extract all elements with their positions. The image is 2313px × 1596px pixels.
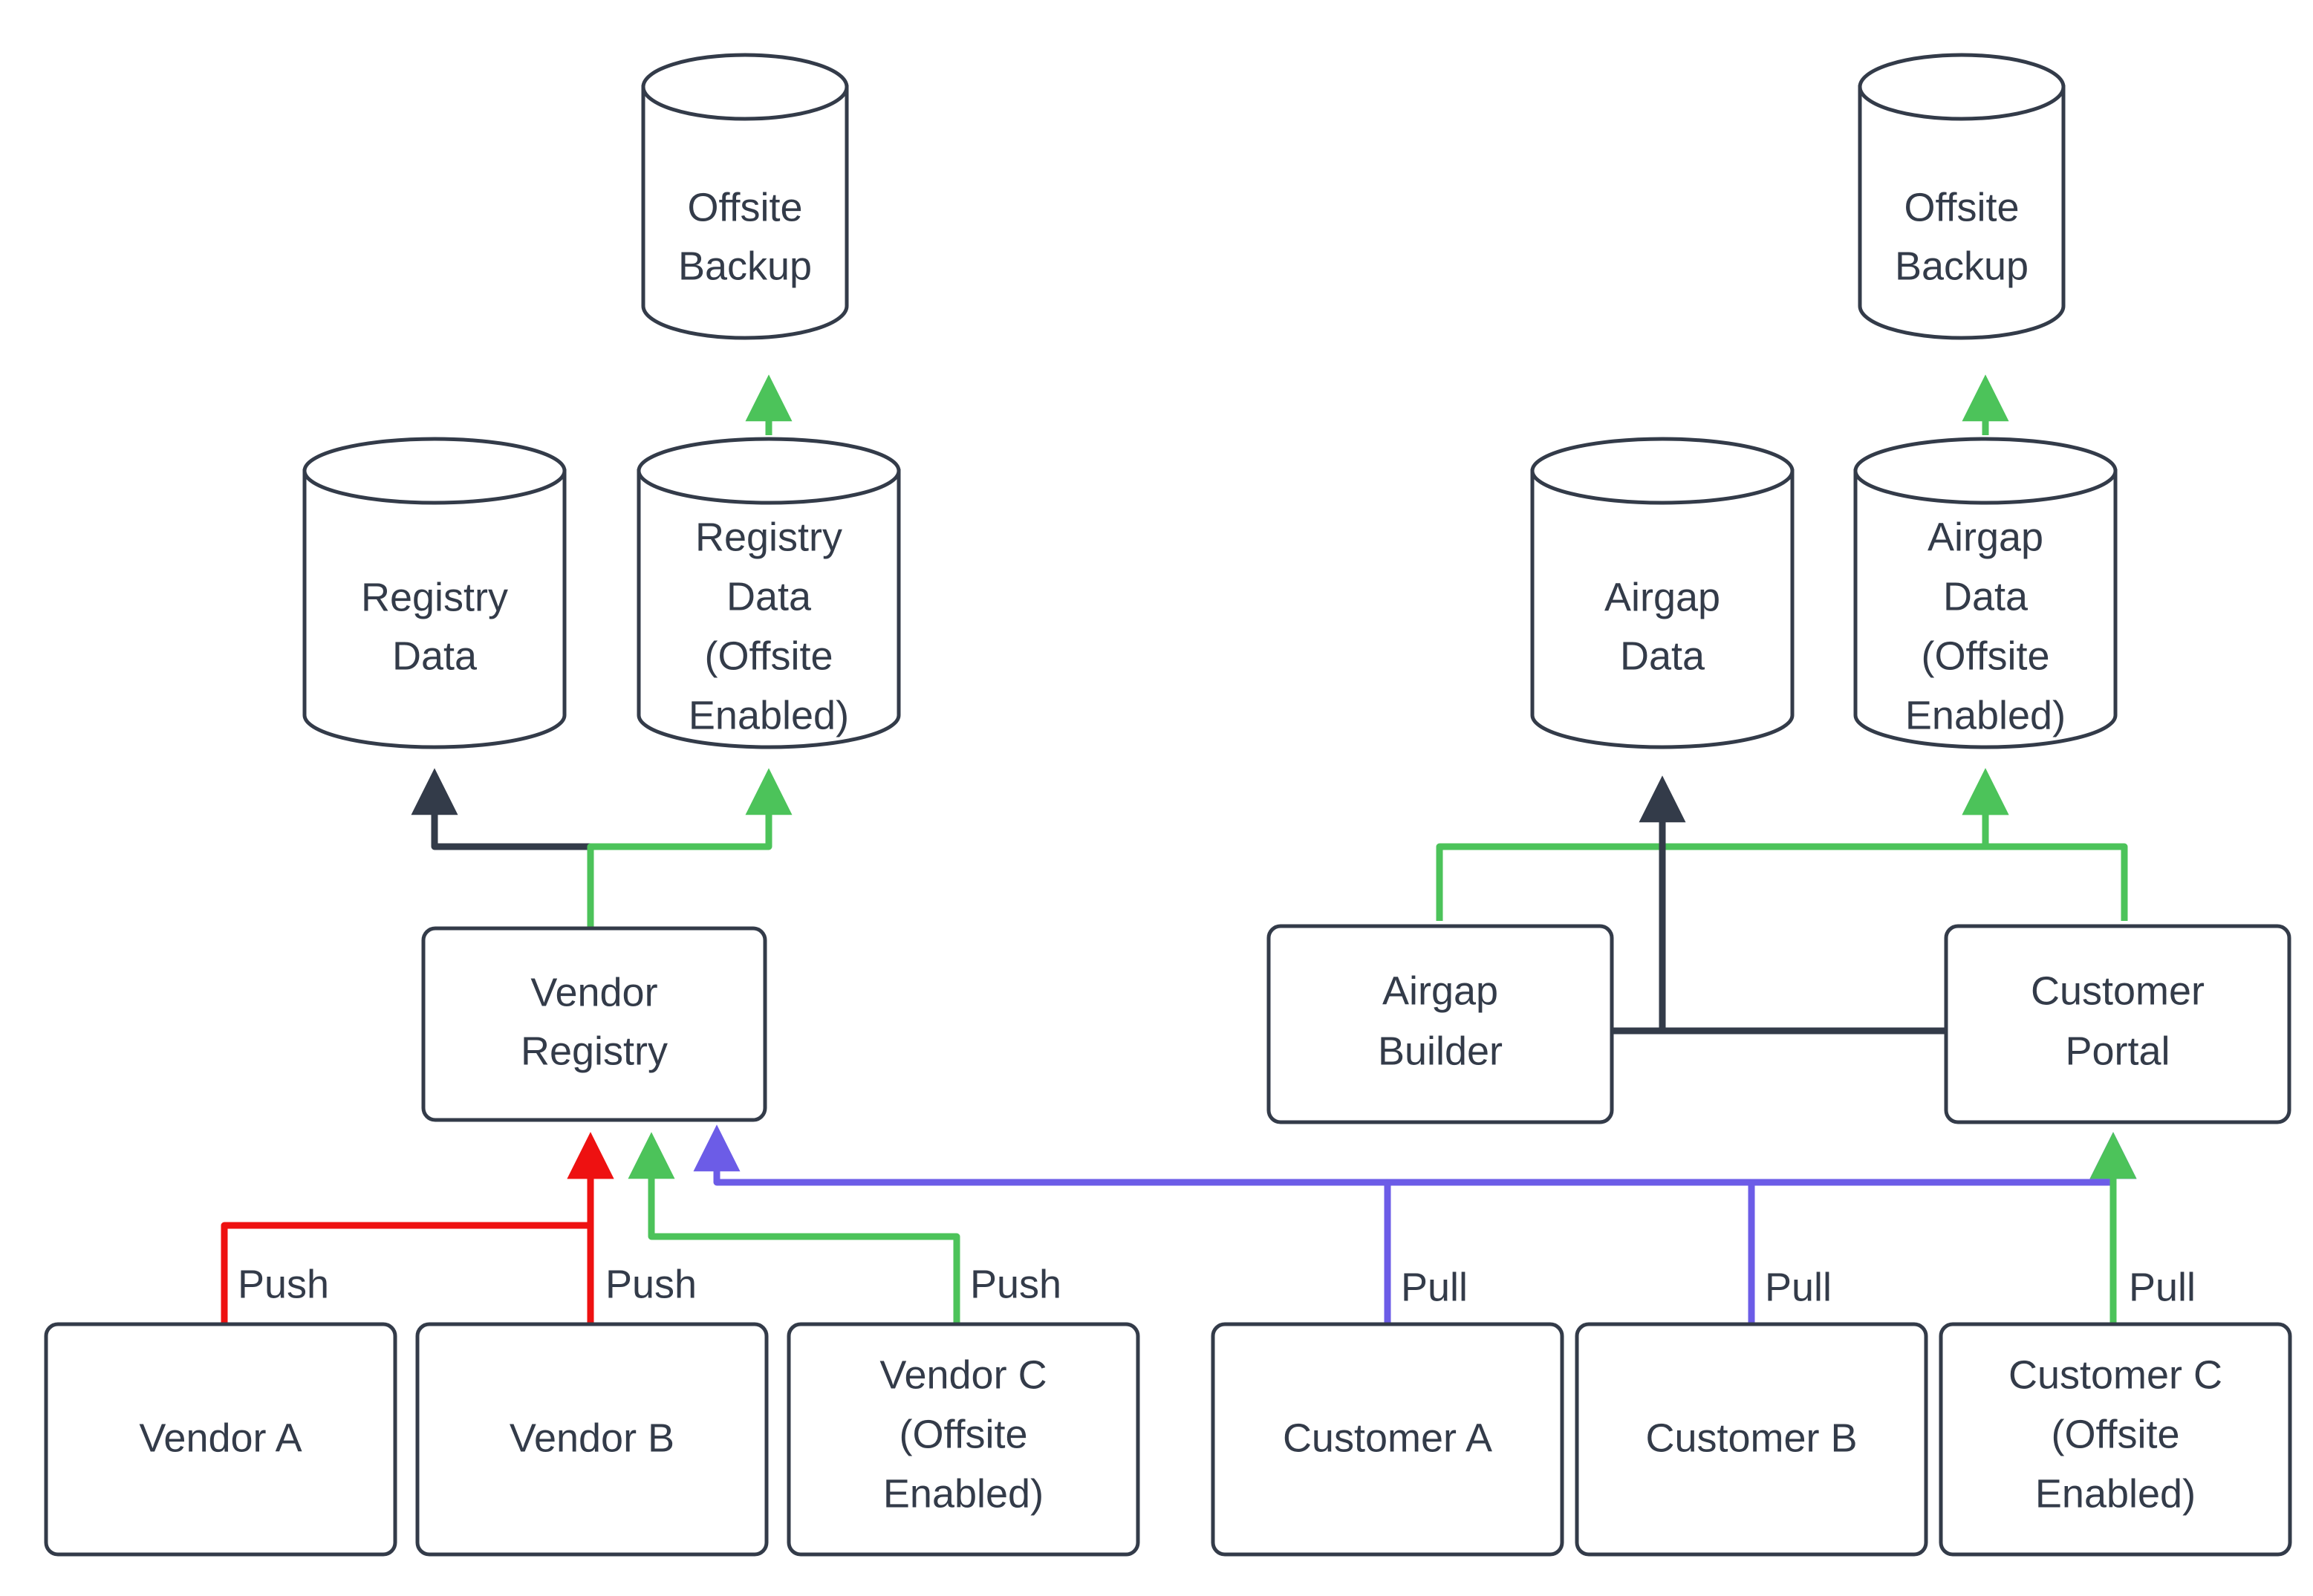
cylinder-top — [637, 437, 901, 505]
node-customer-c[interactable]: Customer C (Offsite Enabled) — [1939, 1322, 2292, 1557]
node-box — [1575, 1322, 1928, 1557]
node-box — [1944, 924, 2291, 1124]
node-registry-data-offsite[interactable]: Registry Data (Offsite Enabled) — [637, 437, 901, 749]
cylinder-body — [302, 469, 567, 749]
edge-label-vendor-c-push: Push — [970, 1262, 1061, 1306]
node-label-line1: Vendor C — [879, 1352, 1047, 1397]
node-label-line1: Customer C — [2008, 1352, 2222, 1397]
node-airgap-data-offsite[interactable]: Airgap Data (Offsite Enabled) — [1853, 437, 2118, 749]
edge-label-layer: Push Push Push Pull Pull Pull — [238, 1262, 2196, 1309]
node-label-line2: Portal — [2065, 1029, 2170, 1073]
node-box — [1211, 1322, 1564, 1557]
node-label-line1: Customer B — [1645, 1416, 1857, 1460]
node-label-line4: Enabled) — [689, 693, 849, 737]
node-label-line1: Vendor B — [510, 1416, 674, 1460]
cylinder-body — [1530, 469, 1795, 749]
cylinder-top — [1530, 437, 1795, 505]
node-label-line4: Enabled) — [1905, 693, 2066, 737]
edge-label-customer-a-pull: Pull — [1401, 1265, 1468, 1309]
cylinder-top — [1853, 437, 2118, 505]
node-label-line2: Data — [1620, 633, 1705, 678]
edge-vendor-registry-to-registry-data — [411, 768, 594, 928]
node-airgap-data[interactable]: Airgap Data — [1530, 437, 1795, 749]
node-label-line1: Customer — [2031, 968, 2205, 1013]
node-vendor-c[interactable]: Vendor C (Offsite Enabled) — [787, 1322, 1140, 1557]
cylinder-body — [641, 85, 849, 340]
node-label-line2: Data — [726, 574, 812, 619]
node-airgap-builder[interactable]: Airgap Builder — [1266, 924, 1614, 1124]
node-label-line2: Registry — [521, 1029, 668, 1073]
node-customer-portal[interactable]: Customer Portal — [1944, 924, 2291, 1124]
edge-label-customer-c-pull: Pull — [2129, 1265, 2196, 1309]
edge-customer-portal-to-airgap-data-offsite — [1962, 768, 2128, 921]
node-box — [787, 1322, 1140, 1557]
node-label-line1: Registry — [361, 575, 508, 619]
node-box — [1939, 1322, 2292, 1557]
node-label-line3: Enabled) — [883, 1471, 1044, 1516]
edge-airgap-builder-to-airgap-data-offsite — [1436, 768, 2009, 921]
node-box — [44, 1322, 397, 1557]
node-label-line1: Offsite — [1904, 185, 2019, 229]
edge-airgap-builder-to-airgap-data — [1612, 775, 1686, 1035]
edge-vendor-c-to-vendor-registry — [628, 1132, 960, 1324]
edge-label-vendor-b-push: Push — [605, 1262, 697, 1306]
node-customer-a[interactable]: Customer A — [1211, 1322, 1564, 1557]
node-vendor-registry[interactable]: Vendor Registry — [421, 926, 767, 1122]
node-label-line2: Backup — [1895, 244, 2029, 288]
edge-customer-portal-to-vendor-registry — [693, 1124, 2117, 1186]
edge-label-customer-b-pull: Pull — [1765, 1265, 1832, 1309]
cylinder-body — [1853, 469, 2118, 749]
node-label-line2: Backup — [678, 244, 812, 288]
node-label-line1: Customer A — [1283, 1416, 1492, 1460]
node-vendor-a[interactable]: Vendor A — [44, 1322, 397, 1557]
node-label-line3: Enabled) — [2035, 1471, 2196, 1516]
node-label-line1: Airgap — [1928, 515, 2043, 559]
cylinder-top — [302, 437, 567, 505]
node-label-line1: Vendor — [530, 970, 657, 1014]
node-vendor-b[interactable]: Vendor B — [415, 1322, 769, 1557]
edge-layer — [221, 374, 2137, 1324]
node-label-line2: (Offsite — [899, 1412, 1027, 1456]
node-label-line2: Data — [392, 633, 478, 678]
node-box — [415, 1322, 769, 1557]
node-label-line1: Offsite — [687, 185, 802, 229]
node-registry-data[interactable]: Registry Data — [302, 437, 567, 749]
node-label-line2: (Offsite — [2051, 1412, 2179, 1456]
node-label-line1: Vendor A — [139, 1416, 302, 1460]
node-offsite-backup-left[interactable]: Offsite Backup — [641, 53, 849, 340]
cylinder-body — [1858, 85, 2066, 340]
node-label-line2: Data — [1943, 574, 2029, 619]
node-label-line3: (Offsite — [704, 633, 833, 678]
node-offsite-backup-right[interactable]: Offsite Backup — [1858, 53, 2066, 340]
edge-vendor-registry-to-registry-data-offsite — [587, 768, 793, 928]
node-box — [421, 926, 767, 1122]
edge-label-vendor-a-push: Push — [238, 1262, 329, 1306]
node-label-line3: (Offsite — [1921, 633, 2049, 678]
cylinder-top — [641, 53, 849, 121]
node-box — [1266, 924, 1614, 1124]
node-label-line1: Airgap — [1604, 575, 1720, 619]
cylinder-top — [1858, 53, 2066, 121]
node-label-line1: Registry — [695, 515, 842, 559]
node-customer-b[interactable]: Customer B — [1575, 1322, 1928, 1557]
node-label-line1: Airgap — [1382, 968, 1498, 1013]
cylinder-body — [637, 469, 901, 749]
node-label-line2: Builder — [1378, 1029, 1503, 1073]
